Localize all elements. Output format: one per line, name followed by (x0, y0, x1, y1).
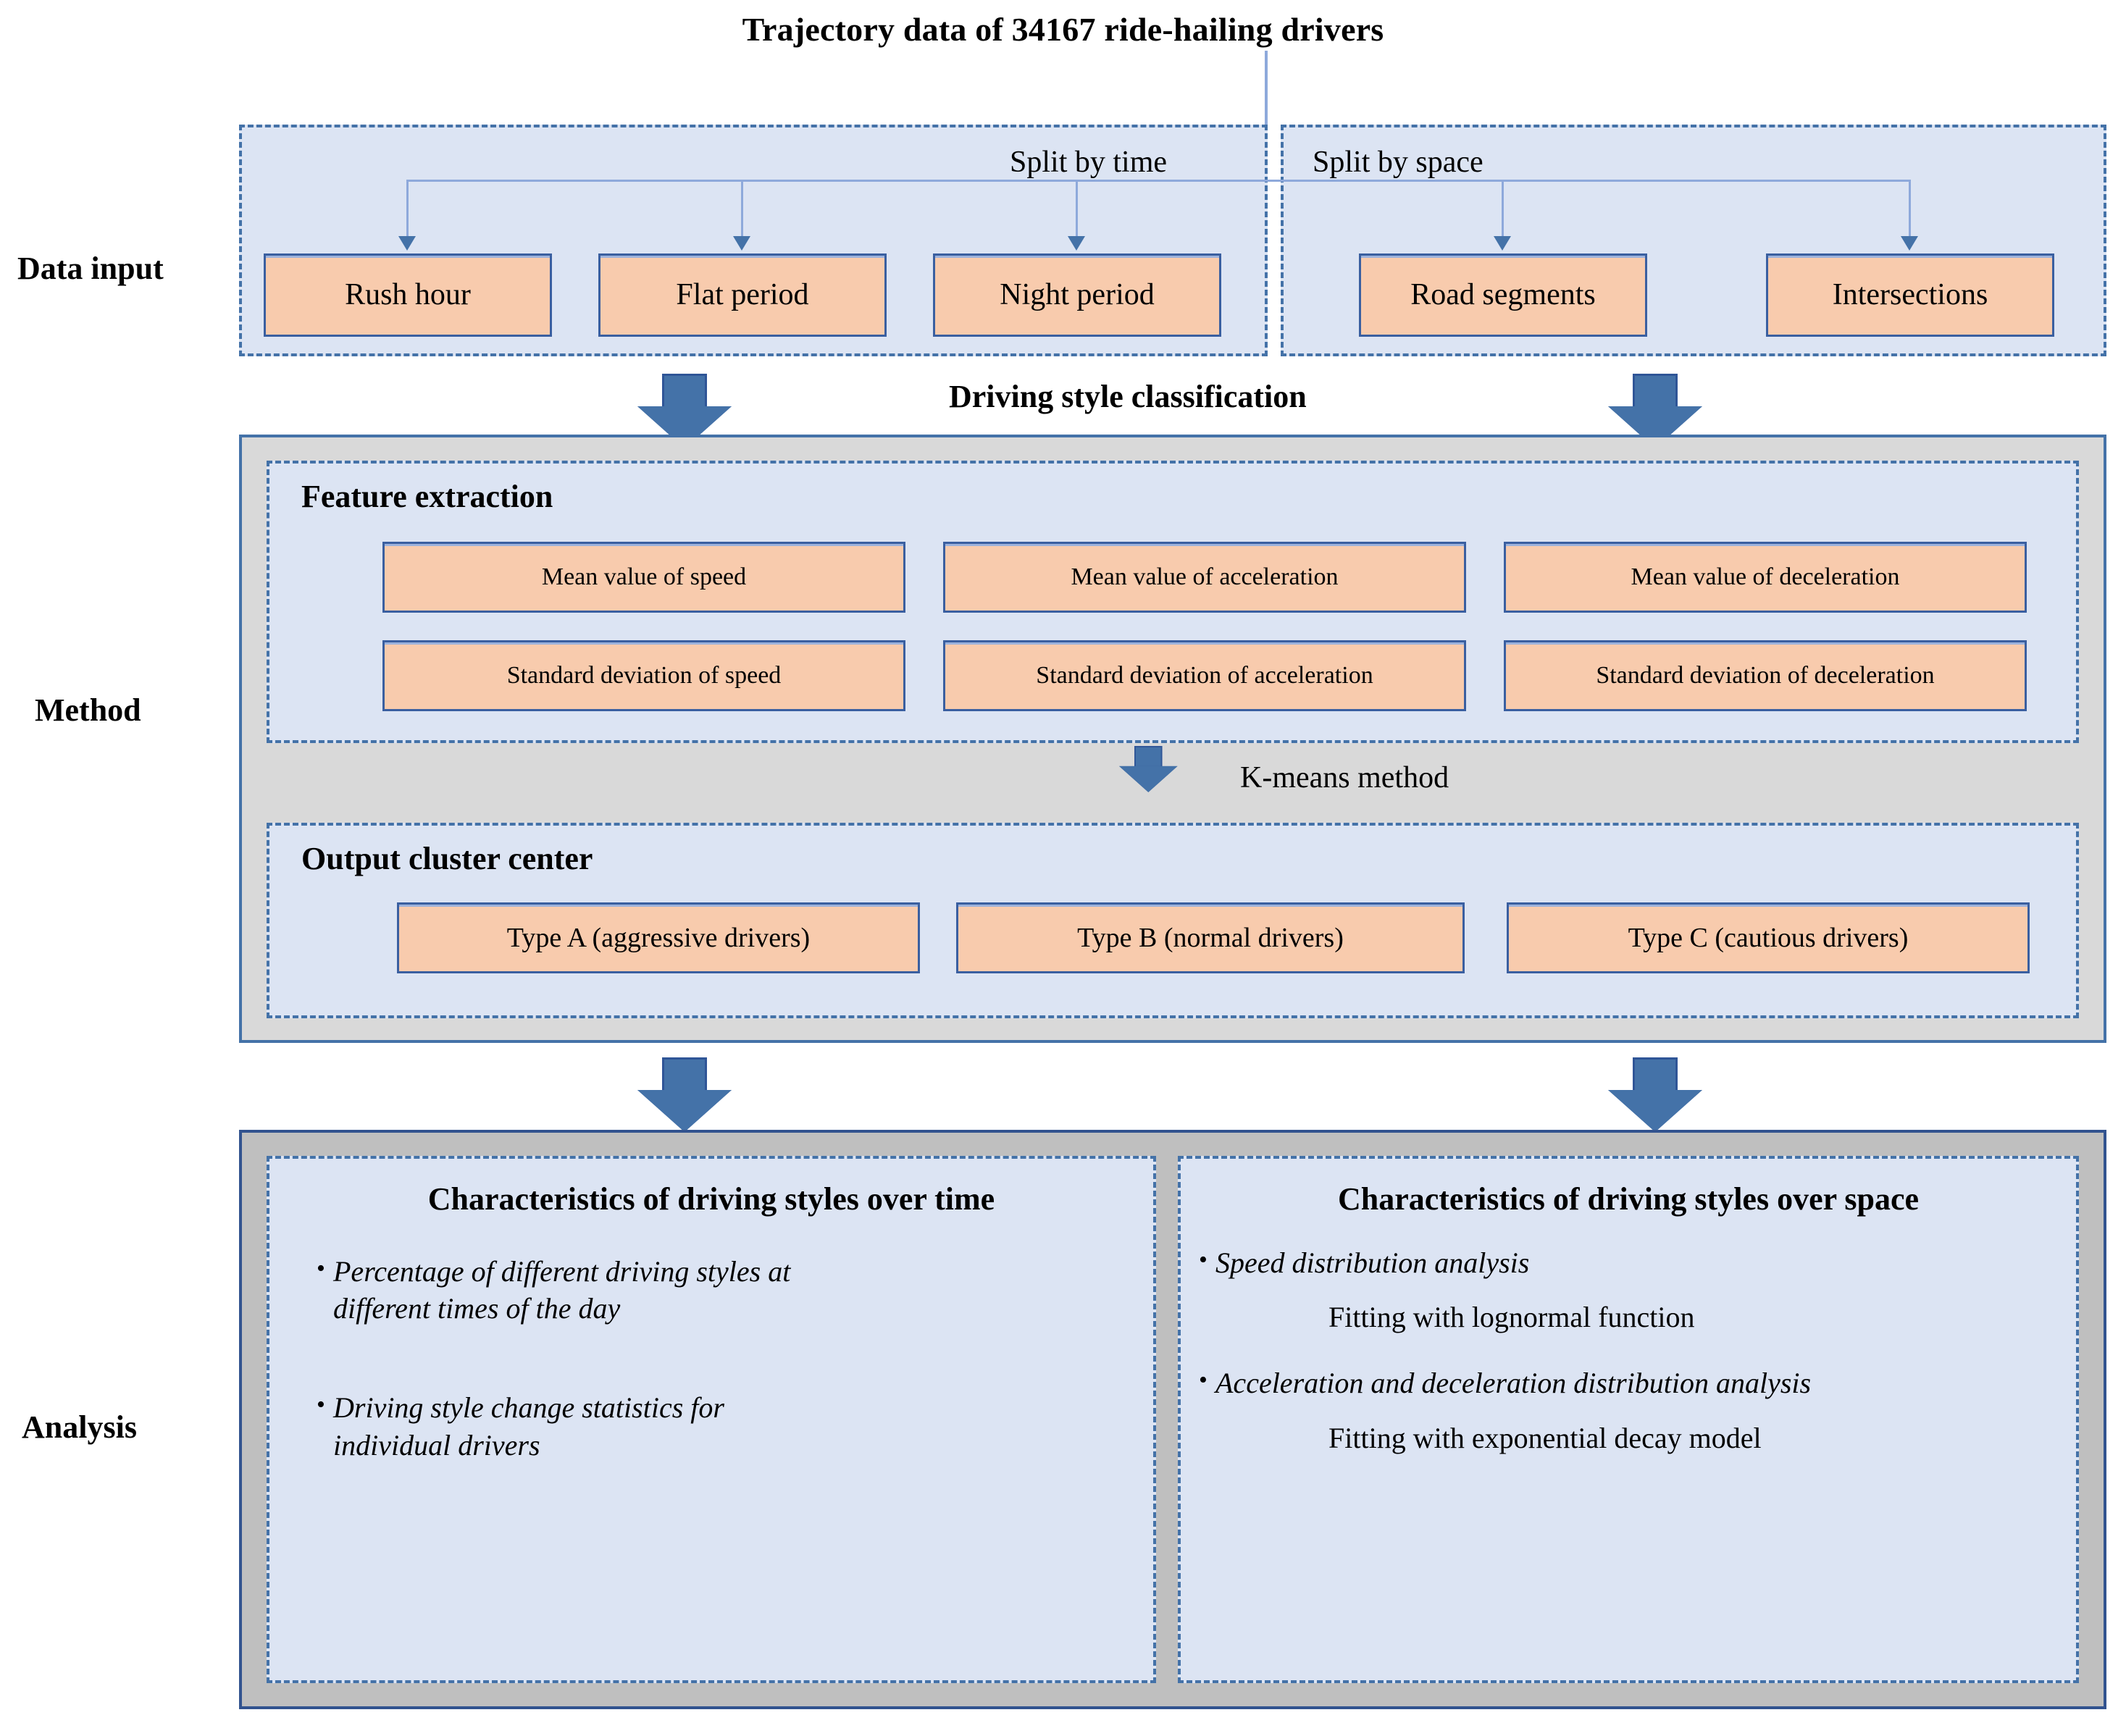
feature-extraction-heading: Feature extraction (301, 479, 553, 514)
input-box-intersections[interactable]: Intersections (1766, 253, 2054, 337)
down-arrow-kmeans (1119, 746, 1178, 792)
time-connector-drop-3 (1076, 180, 1078, 238)
list-item-text: Driving style change statistics for indi… (333, 1391, 724, 1462)
analysis-space-subline-exponential: Fitting with exponential decay model (1328, 1421, 1762, 1454)
bullet-glyph-icon: • (317, 1255, 325, 1282)
cluster-box-type-b-label: Type B (normal drivers) (1077, 922, 1344, 953)
space-connector-drop-2 (1909, 180, 1911, 238)
row-label-data-input: Data input (17, 251, 164, 286)
arrow-head (637, 1090, 732, 1132)
feature-box-mean-deceleration[interactable]: Mean value of deceleration (1504, 542, 2027, 613)
analysis-space-bullets: • Speed distribution analysis Fitting wi… (1181, 1244, 2076, 1485)
feature-box-mean-deceleration-label: Mean value of deceleration (1631, 563, 1900, 590)
time-arrowhead-2 (733, 236, 750, 251)
space-connector-bus (1267, 180, 1910, 182)
time-connector-bus (406, 180, 1267, 182)
analysis-space-subline-lognormal: Fitting with lognormal function (1328, 1301, 1695, 1334)
feature-box-std-deceleration-label: Standard deviation of deceleration (1596, 661, 1935, 689)
time-arrowhead-1 (398, 236, 416, 251)
cluster-box-type-a-label: Type A (aggressive drivers) (506, 922, 811, 953)
feature-box-std-speed[interactable]: Standard deviation of speed (382, 640, 905, 711)
output-cluster-heading: Output cluster center (301, 841, 593, 876)
list-item-text: Speed distribution analysis (1215, 1246, 1530, 1279)
cluster-box-type-c-label: Type C (cautious drivers) (1628, 922, 1909, 953)
feature-box-mean-speed-label: Mean value of speed (541, 563, 747, 590)
feature-box-mean-acceleration[interactable]: Mean value of acceleration (943, 542, 1466, 613)
space-connector-drop-1 (1502, 180, 1504, 238)
cluster-box-type-a[interactable]: Type A (aggressive drivers) (397, 902, 920, 973)
input-box-rush-hour-label: Rush hour (345, 277, 471, 311)
analysis-panel-space: Characteristics of driving styles over s… (1178, 1156, 2079, 1683)
time-connector-drop-1 (406, 180, 409, 238)
page-title: Trajectory data of 34167 ride-hailing dr… (742, 11, 1384, 48)
list-item-text: Percentage of different driving styles a… (333, 1255, 791, 1325)
list-item-text: Acceleration and deceleration distributi… (1215, 1367, 1812, 1400)
arrow-shaft (662, 374, 707, 408)
driving-style-classification-label: Driving style classification (949, 379, 1307, 414)
input-box-intersections-label: Intersections (1832, 277, 1988, 311)
cluster-box-type-c[interactable]: Type C (cautious drivers) (1507, 902, 2030, 973)
input-box-night-period[interactable]: Night period (933, 253, 1221, 337)
row-label-analysis: Analysis (22, 1409, 137, 1445)
list-item: • Driving style change statistics for in… (309, 1389, 1113, 1463)
feature-box-std-speed-label: Standard deviation of speed (506, 661, 782, 689)
split-by-space-label: Split by space (1313, 146, 1483, 179)
split-by-time-label: Split by time (1010, 146, 1168, 179)
title-connector-line (1265, 51, 1268, 180)
time-arrowhead-3 (1068, 236, 1085, 251)
input-box-road-segments[interactable]: Road segments (1359, 253, 1647, 337)
cluster-box-type-b[interactable]: Type B (normal drivers) (956, 902, 1465, 973)
analysis-panel-time: Characteristics of driving styles over t… (267, 1156, 1156, 1683)
arrow-shaft (662, 1057, 707, 1092)
bullet-glyph-icon: • (317, 1391, 325, 1419)
list-item: • Speed distribution analysis (1191, 1244, 2066, 1281)
arrow-head (1608, 1090, 1702, 1132)
row-label-method: Method (35, 692, 141, 728)
arrow-shaft (1134, 746, 1163, 768)
arrow-shaft (1633, 1057, 1678, 1092)
bullet-glyph-icon: • (1199, 1367, 1208, 1394)
input-box-rush-hour[interactable]: Rush hour (264, 253, 552, 337)
list-item: • Percentage of different driving styles… (309, 1253, 1113, 1327)
feature-box-std-deceleration[interactable]: Standard deviation of deceleration (1504, 640, 2027, 711)
list-item: • Acceleration and deceleration distribu… (1191, 1364, 2066, 1401)
analysis-space-heading: Characteristics of driving styles over s… (1337, 1181, 1920, 1217)
feature-box-mean-acceleration-label: Mean value of acceleration (1071, 563, 1339, 590)
input-box-flat-period[interactable]: Flat period (598, 253, 887, 337)
input-box-night-period-label: Night period (1000, 277, 1155, 311)
time-connector-drop-2 (741, 180, 743, 238)
kmeans-method-label: K-means method (1240, 761, 1449, 794)
analysis-time-bullets: • Percentage of different driving styles… (269, 1253, 1153, 1526)
space-arrowhead-1 (1494, 236, 1511, 251)
feature-box-mean-speed[interactable]: Mean value of speed (382, 542, 905, 613)
space-arrowhead-2 (1901, 236, 1918, 251)
arrow-head (1119, 766, 1178, 792)
input-box-road-segments-label: Road segments (1410, 277, 1596, 311)
down-arrow-to-analysis-right (1608, 1057, 1702, 1132)
feature-box-std-acceleration[interactable]: Standard deviation of acceleration (943, 640, 1466, 711)
bullet-glyph-icon: • (1199, 1246, 1208, 1273)
analysis-time-heading: Characteristics of driving styles over t… (427, 1181, 995, 1217)
input-box-flat-period-label: Flat period (676, 277, 809, 311)
arrow-shaft (1633, 374, 1678, 408)
feature-box-std-acceleration-label: Standard deviation of acceleration (1036, 661, 1373, 689)
down-arrow-to-analysis-left (637, 1057, 732, 1132)
